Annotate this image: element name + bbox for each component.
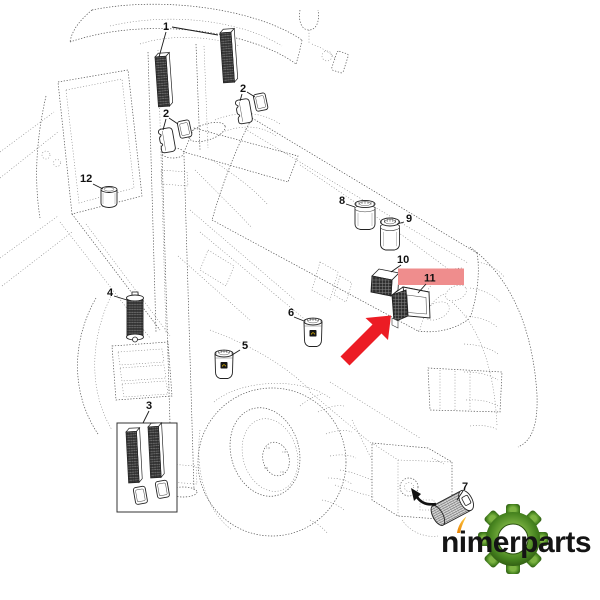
callout-12[interactable]: 12 xyxy=(80,173,104,190)
part-7-cartridge-icon[interactable] xyxy=(411,488,477,528)
callout-10-label[interactable]: 10 xyxy=(397,254,409,266)
part-6-spin-on-filter-icon[interactable] xyxy=(303,317,323,347)
part-3-kit-box-icon[interactable] xyxy=(116,422,178,513)
part-1-filter-strips-icon[interactable] xyxy=(154,28,239,108)
callout-7-label[interactable]: 7 xyxy=(462,481,468,493)
part-5-spin-on-filter-icon[interactable] xyxy=(214,349,234,379)
callout-8-label[interactable]: 8 xyxy=(339,195,345,207)
flame-accent-icon xyxy=(457,516,467,533)
highlight-band[interactable] xyxy=(398,268,464,286)
brand-logo: nimerparts xyxy=(441,504,592,574)
part-11-housing-icon[interactable] xyxy=(390,286,431,329)
part-2-upper-grommet-pad-icon[interactable] xyxy=(234,92,269,125)
callout-2-lower-label[interactable]: 2 xyxy=(163,108,169,120)
callout-1-label[interactable]: 1 xyxy=(163,21,169,33)
gear-icon xyxy=(478,504,548,574)
callout-3[interactable]: 3 xyxy=(142,400,152,424)
highlight-arrow-icon xyxy=(340,315,391,366)
callout-1[interactable]: 1 xyxy=(158,21,219,58)
part-2-lower-grommet-pad-icon[interactable] xyxy=(157,119,193,154)
part-arrow-icon xyxy=(415,496,437,506)
callout-5-label[interactable]: 5 xyxy=(242,340,248,352)
callout-2-lower[interactable]: 2 xyxy=(162,108,179,131)
part-12-breather-cap-icon[interactable] xyxy=(100,186,118,208)
callout-9-label[interactable]: 9 xyxy=(406,213,412,225)
brand-name: nimerparts xyxy=(441,526,591,559)
callout-2-upper[interactable]: 2 xyxy=(239,83,256,102)
part-9-spin-on-filter-icon[interactable] xyxy=(380,217,400,251)
part-10-panel-filter-icon[interactable] xyxy=(370,268,400,297)
part-8-spin-on-filter-icon[interactable] xyxy=(354,199,376,230)
callout-11-label[interactable]: 11 xyxy=(424,273,436,285)
callout-4[interactable]: 4 xyxy=(107,287,128,301)
callout-8[interactable]: 8 xyxy=(339,195,356,208)
callout-9[interactable]: 9 xyxy=(396,213,412,225)
callout-7[interactable]: 7 xyxy=(456,481,468,501)
callout-2-upper-label[interactable]: 2 xyxy=(240,83,246,95)
callout-10[interactable]: 10 xyxy=(390,254,409,273)
callout-6-label[interactable]: 6 xyxy=(288,307,294,319)
tractor-line-art xyxy=(0,3,538,537)
callout-6[interactable]: 6 xyxy=(288,307,305,322)
callout-12-label[interactable]: 12 xyxy=(80,173,92,185)
callout-11[interactable]: 11 xyxy=(398,268,464,294)
part-arrow-head xyxy=(411,488,421,501)
callout-3-label[interactable]: 3 xyxy=(146,400,152,412)
callout-4-label[interactable]: 4 xyxy=(107,287,114,299)
part-4-hydraulic-element-icon[interactable] xyxy=(126,291,144,343)
callout-5[interactable]: 5 xyxy=(231,340,248,356)
